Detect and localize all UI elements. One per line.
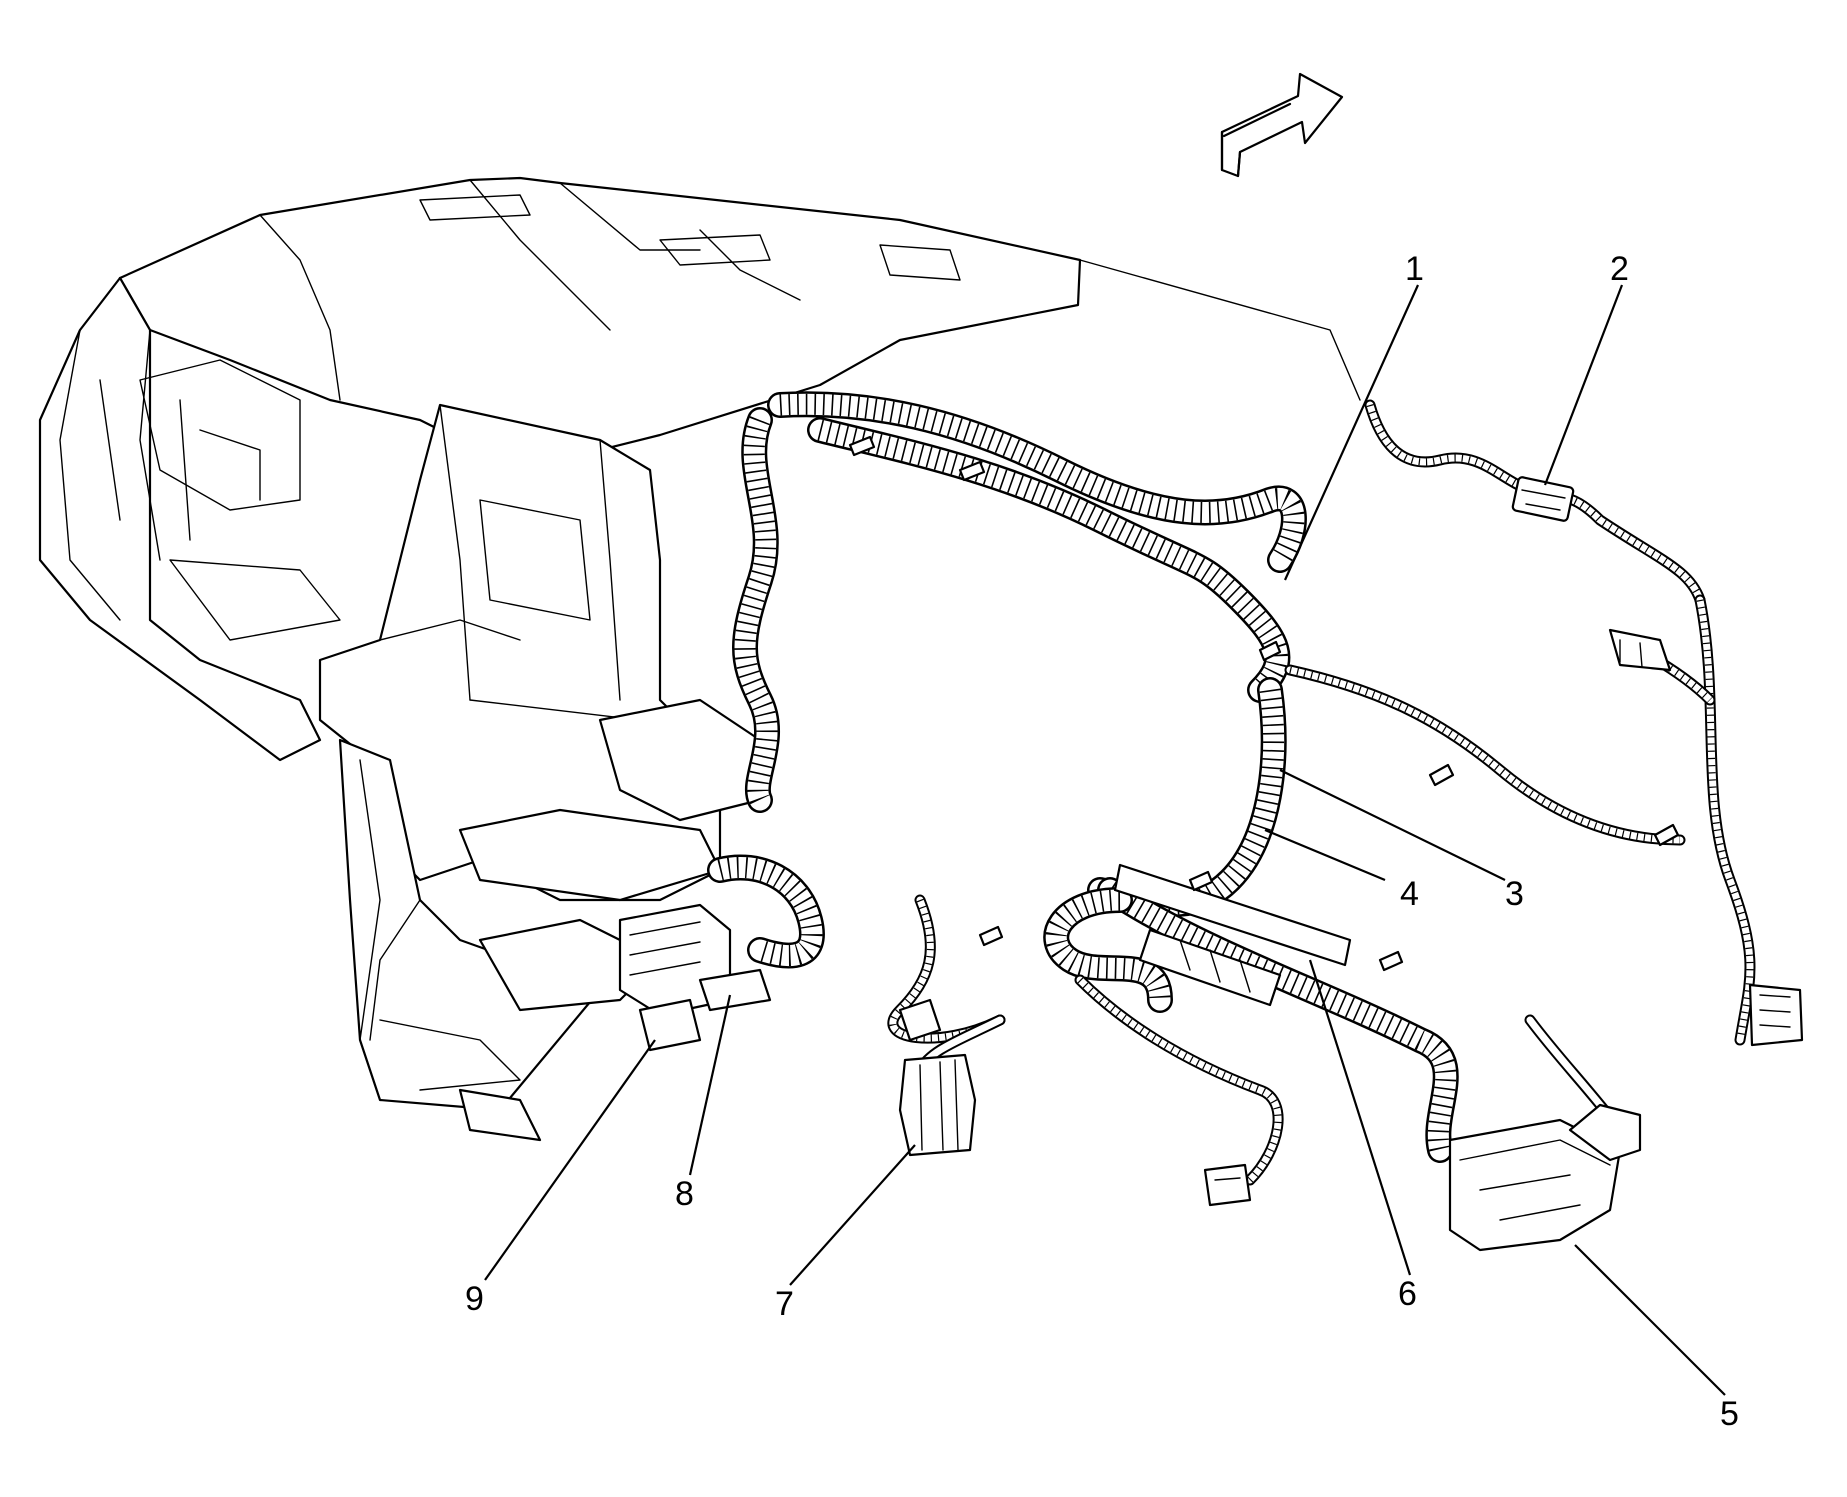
leader-7 bbox=[789, 1144, 916, 1286]
leader-6 bbox=[1308, 959, 1412, 1276]
leader-lines bbox=[484, 284, 1726, 1396]
callout-4: 4 bbox=[1400, 875, 1419, 913]
callout-2: 2 bbox=[1610, 250, 1629, 288]
front-direction-arrow-icon bbox=[1220, 72, 1344, 178]
connector-right-upper bbox=[1608, 628, 1672, 672]
callout-9: 9 bbox=[465, 1280, 484, 1318]
connector-7 bbox=[898, 998, 977, 1157]
leader-3 bbox=[1279, 769, 1506, 881]
leader-8 bbox=[688, 994, 732, 1176]
callout-1: 1 bbox=[1405, 250, 1424, 288]
connectors-8-9 bbox=[618, 903, 772, 1052]
callout-5: 5 bbox=[1720, 1395, 1739, 1433]
component-6-bar bbox=[1113, 863, 1352, 1007]
callout-labels: 1 2 3 4 5 6 7 8 9 bbox=[465, 250, 1739, 1433]
fasteners bbox=[848, 435, 1680, 972]
leader-2 bbox=[1543, 284, 1624, 486]
leader-9 bbox=[484, 1039, 656, 1281]
instrument-panel-carrier bbox=[38, 176, 1361, 1142]
component-5 bbox=[1448, 1103, 1642, 1252]
callout-7: 7 bbox=[775, 1285, 794, 1323]
callout-6: 6 bbox=[1398, 1275, 1417, 1313]
leader-1 bbox=[1283, 284, 1420, 581]
connector-right-lower bbox=[1748, 983, 1804, 1047]
branch-wires bbox=[887, 399, 1756, 1186]
leader-5 bbox=[1574, 1244, 1726, 1396]
connector-2 bbox=[1511, 476, 1575, 522]
callout-8: 8 bbox=[675, 1175, 694, 1213]
leader-4 bbox=[1264, 828, 1386, 882]
callout-3: 3 bbox=[1505, 875, 1524, 913]
main-wiring-harness bbox=[707, 391, 1459, 1163]
connector-bottom-center bbox=[1203, 1163, 1252, 1207]
